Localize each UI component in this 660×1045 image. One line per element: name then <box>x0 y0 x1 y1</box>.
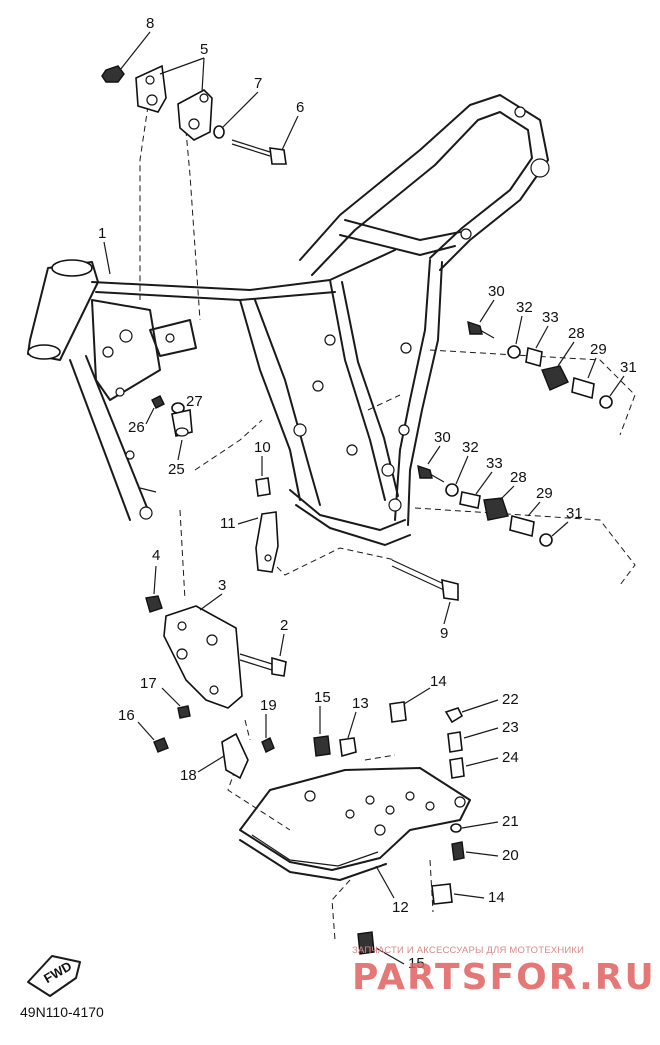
callout-19: 19 <box>260 697 277 714</box>
part-6-bolt <box>231 139 287 165</box>
callout-9: 9 <box>440 625 448 642</box>
callout-27: 27 <box>186 393 203 410</box>
part-23-collar <box>447 731 463 753</box>
part-14-damper <box>389 701 407 723</box>
part-5-engine-brackets <box>135 64 213 141</box>
part-21-washer <box>450 823 462 833</box>
callout-31-upper: 31 <box>620 359 637 376</box>
callout-24: 24 <box>502 749 519 766</box>
fwd-arrow-icon: FWD <box>27 955 81 997</box>
callout-29-lower: 29 <box>536 485 553 502</box>
watermark-subtitle: ЗАПЧАСТИ И АКСЕССУАРЫ ДЛЯ МОТОТЕХНИКИ <box>352 945 585 956</box>
callout-10: 10 <box>254 439 271 456</box>
callout-21: 21 <box>502 813 519 830</box>
part-7-washer <box>213 125 225 139</box>
part-2-bolt <box>239 653 287 677</box>
part-13-damper <box>339 737 357 758</box>
callout-14-upper: 14 <box>430 673 447 690</box>
part-9-bolt <box>391 559 459 601</box>
callout-13: 13 <box>352 695 369 712</box>
callout-29-upper: 29 <box>590 341 607 358</box>
callout-3: 3 <box>218 577 226 594</box>
part-3-engine-plate <box>163 605 243 709</box>
part-18-bracket <box>221 732 249 780</box>
callout-7: 7 <box>254 75 262 92</box>
part-26-screw <box>151 395 165 409</box>
callout-15-lower: 15 <box>408 955 425 972</box>
callout-numbers: 8 5 7 6 1 30 32 33 28 29 31 27 26 25 30 … <box>98 15 637 972</box>
callout-33-upper: 33 <box>542 309 559 326</box>
callout-28-upper: 28 <box>568 325 585 342</box>
part-4-nut <box>145 595 163 613</box>
part-22-nut <box>444 707 464 724</box>
callout-25: 25 <box>168 461 185 478</box>
part-15-damper <box>313 735 331 757</box>
callout-20: 20 <box>502 847 519 864</box>
callout-15-upper: 15 <box>314 689 331 706</box>
callout-17: 17 <box>140 675 157 692</box>
callout-30-upper: 30 <box>488 283 505 300</box>
callout-1: 1 <box>98 225 106 242</box>
part-12-skid-plate <box>239 767 471 881</box>
callout-14-lower: 14 <box>488 889 505 906</box>
callout-12: 12 <box>392 899 409 916</box>
diagram-code: 49N110-4170 <box>20 1004 104 1020</box>
callout-5: 5 <box>200 41 208 58</box>
frame-assembly <box>27 94 550 546</box>
callout-22: 22 <box>502 691 519 708</box>
callout-11: 11 <box>220 515 236 532</box>
callout-16: 16 <box>118 707 135 724</box>
part-8-nut <box>101 65 125 83</box>
callout-32-upper: 32 <box>516 299 533 316</box>
callout-31-lower: 31 <box>566 505 583 522</box>
callout-6: 6 <box>296 99 304 116</box>
callout-23: 23 <box>502 719 519 736</box>
part-row-lower <box>417 464 553 547</box>
part-19-nut <box>261 737 275 753</box>
leader-lines <box>139 105 636 941</box>
callout-33-lower: 33 <box>486 455 503 472</box>
part-20-bolt <box>451 841 465 861</box>
part-row-upper <box>467 320 613 409</box>
callout-32-lower: 32 <box>462 439 479 456</box>
callout-18: 18 <box>180 767 197 784</box>
part-15-damper-lower <box>357 931 375 955</box>
callout-2: 2 <box>280 617 288 634</box>
watermark-logo: PARTSFOR.RU <box>352 957 656 998</box>
part-25-clamp <box>171 409 193 437</box>
part-10-collar <box>255 477 271 497</box>
part-17-bolt <box>177 705 191 719</box>
callout-30-lower: 30 <box>434 429 451 446</box>
callout-26: 26 <box>128 419 145 436</box>
part-14-damper-lower <box>431 883 453 905</box>
callout-28-lower: 28 <box>510 469 527 486</box>
part-11-bracket <box>255 511 279 573</box>
callout-4: 4 <box>152 547 160 564</box>
part-24-collar <box>449 757 465 779</box>
callout-8: 8 <box>146 15 154 32</box>
part-16-bolt <box>153 737 169 753</box>
